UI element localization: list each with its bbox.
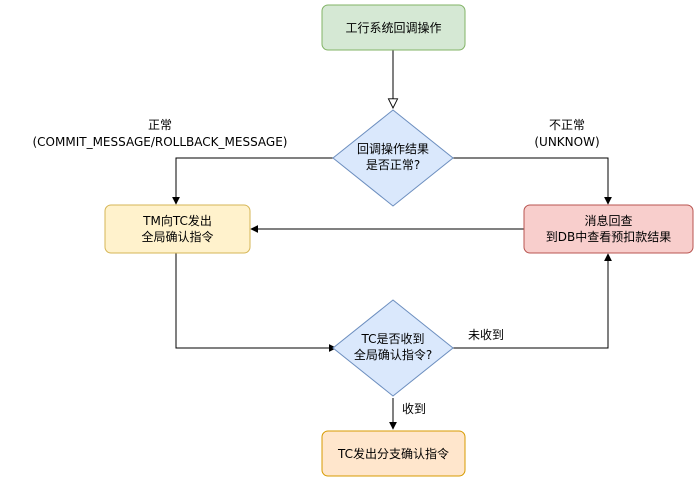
node-decision-received — [332, 299, 454, 397]
label-received: 收到 — [402, 402, 426, 416]
node-decision-received-line2: 全局确认指令? — [354, 347, 432, 362]
label-not-received: 未收到 — [468, 328, 504, 342]
edge-received-to-check — [453, 253, 612, 349]
edge-decision-to-tm — [172, 157, 333, 205]
node-tm-send-line1: TM向TC发出 — [142, 213, 212, 228]
node-decision-received-line1: TC是否收到 — [360, 332, 424, 346]
node-tc-branch-label: TC发出分支确认指令 — [337, 446, 449, 461]
node-msg-check-line2: 到DB中查看预扣款结果 — [546, 229, 671, 244]
node-tm-send-line2: 全局确认指令 — [141, 229, 213, 244]
node-callback-start — [321, 4, 466, 51]
node-decision-result-line2: 是否正常? — [366, 158, 420, 172]
node-msg-check — [523, 204, 694, 254]
node-callback-start-label: 工行系统回调操作 — [345, 20, 441, 35]
label-abnormal-line1: 不正常 — [549, 118, 585, 132]
edge-tm-to-received — [175, 253, 337, 352]
edge-decision-to-check — [453, 157, 612, 205]
node-msg-check-line1: 消息回查 — [584, 213, 632, 228]
label-normal-line1: 正常 — [148, 118, 172, 132]
label-normal-line2: (COMMIT_MESSAGE/ROLLBACK_MESSAGE) — [33, 135, 288, 149]
node-tm-send — [104, 204, 251, 254]
node-decision-result-line1: 回调操作结果 — [357, 141, 429, 156]
label-abnormal-line2: (UNKNOW) — [534, 135, 599, 149]
node-decision-result — [332, 109, 454, 207]
node-tc-branch — [321, 430, 466, 477]
